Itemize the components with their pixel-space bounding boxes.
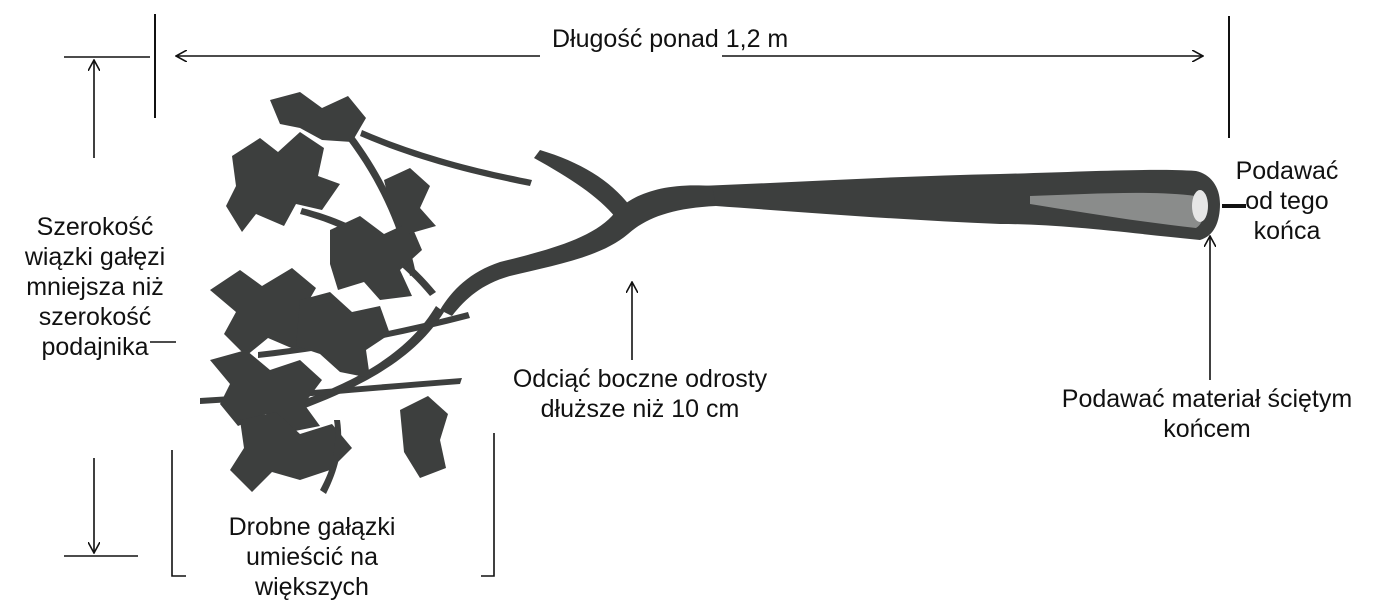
bundle-width-line-5: podajnika (0, 332, 190, 362)
leaf-cluster-9 (384, 168, 436, 234)
bundle-width-label: Szerokość wiązki gałęzi mniejsza niż sze… (0, 212, 190, 362)
small-twigs-line-3: większych (202, 572, 422, 602)
cut-side-shoots-line-2: dłuższe niż 10 cm (490, 394, 790, 424)
pointers (150, 206, 1246, 380)
feed-cut-end-label: Podawać materiał ściętym końcem (1032, 384, 1379, 444)
bundle-width-line-1: Szerokość (0, 212, 190, 242)
bundle-width-line-4: szerokość (0, 302, 190, 332)
cut-side-shoots-label: Odciąć boczne odrosty dłuższe niż 10 cm (490, 364, 790, 424)
feed-cut-end-line-1: Podawać materiał ściętym (1032, 384, 1379, 414)
small-twigs-line-1: Drobne gałązki (202, 512, 422, 542)
leaf-cluster-2 (270, 92, 366, 142)
leaf-cluster-8 (400, 396, 448, 478)
bundle-width-line-3: mniejsza niż (0, 272, 190, 302)
small-twigs-line-2: umieścić na (202, 542, 422, 572)
bracket-left (172, 450, 186, 576)
length-label: Długość ponad 1,2 m (548, 24, 792, 54)
feed-from-end-line-3: końca (1228, 216, 1346, 246)
feed-from-end-line-2: od tego (1228, 186, 1346, 216)
bracket-right (481, 433, 494, 576)
feed-from-end-line-1: Podawać (1228, 156, 1346, 186)
upper-twig-2 (360, 130, 532, 186)
feed-from-end-label: Podawać od tego końca (1228, 156, 1346, 246)
bundle-width-line-2: wiązki gałęzi (0, 242, 190, 272)
leaf-cluster-5 (296, 292, 390, 378)
feed-cut-end-line-2: końcem (1032, 414, 1379, 444)
fork-upper-limb (534, 150, 630, 218)
cut-end-face (1192, 190, 1208, 222)
length-text: Długość ponad 1,2 m (552, 24, 788, 54)
small-twigs-label: Drobne gałązki umieścić na większych (202, 512, 422, 602)
cut-side-shoots-line-1: Odciąć boczne odrosty (490, 364, 790, 394)
fork-limb (440, 185, 716, 316)
